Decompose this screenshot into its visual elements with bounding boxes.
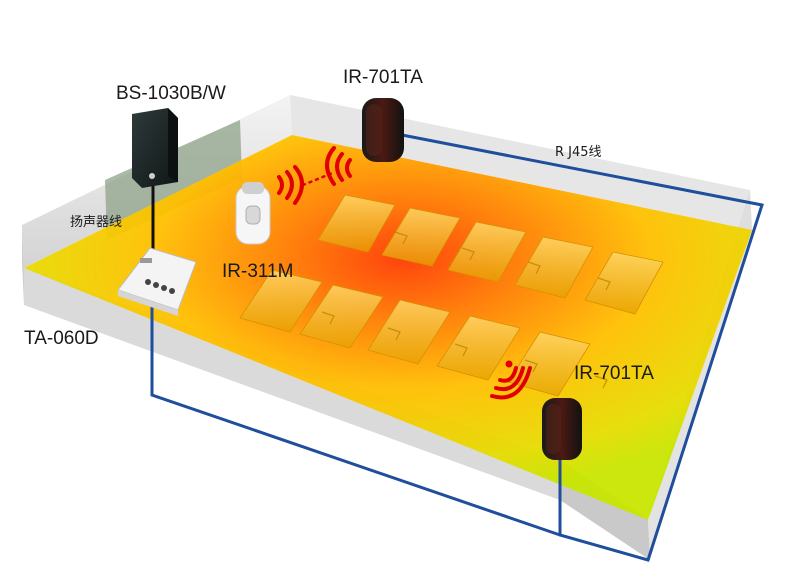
microphone-label: IR-311M <box>222 261 294 282</box>
chair <box>394 231 408 245</box>
desk <box>381 207 461 267</box>
chair <box>321 311 335 325</box>
amplifier-unit-icon <box>117 247 197 316</box>
chair <box>524 359 538 373</box>
desk <box>436 315 521 381</box>
desk <box>514 236 594 299</box>
amplifier-label: TA-060D <box>24 328 99 349</box>
chair <box>454 343 468 357</box>
wall-speaker-icon <box>132 108 178 188</box>
chair <box>387 327 401 341</box>
rj45-cable-line <box>401 133 764 562</box>
rj45-cable-label: R J45线 <box>555 145 602 160</box>
chair <box>594 375 608 389</box>
rj45-cable-line-amp <box>150 305 561 537</box>
wireless-signal-icon <box>277 165 304 205</box>
ir-receiver-icon <box>362 98 404 162</box>
desk <box>367 299 451 365</box>
desk <box>447 221 527 283</box>
chair <box>597 277 611 291</box>
desk <box>299 284 384 349</box>
chair <box>527 261 541 275</box>
wireless-signal-icon <box>325 146 352 186</box>
chair <box>461 247 475 261</box>
ir-receiver-icon <box>542 398 582 460</box>
desk-row-front <box>239 269 591 397</box>
speaker-label: BS-1030B/W <box>116 83 226 104</box>
receiver-bottom-label: IR-701TA <box>574 363 654 384</box>
desk <box>507 331 591 397</box>
desk <box>584 251 664 315</box>
desk-row-back <box>317 194 664 315</box>
desk-grid <box>239 194 664 397</box>
handheld-ir-mic-icon <box>235 182 271 245</box>
desk <box>317 194 396 253</box>
chairs <box>321 231 611 389</box>
speaker-cable-label: 扬声器线 <box>70 215 123 230</box>
desk <box>239 269 323 333</box>
receiver-top-label: IR-701TA <box>343 67 423 88</box>
wireless-signal-icon <box>490 360 532 400</box>
